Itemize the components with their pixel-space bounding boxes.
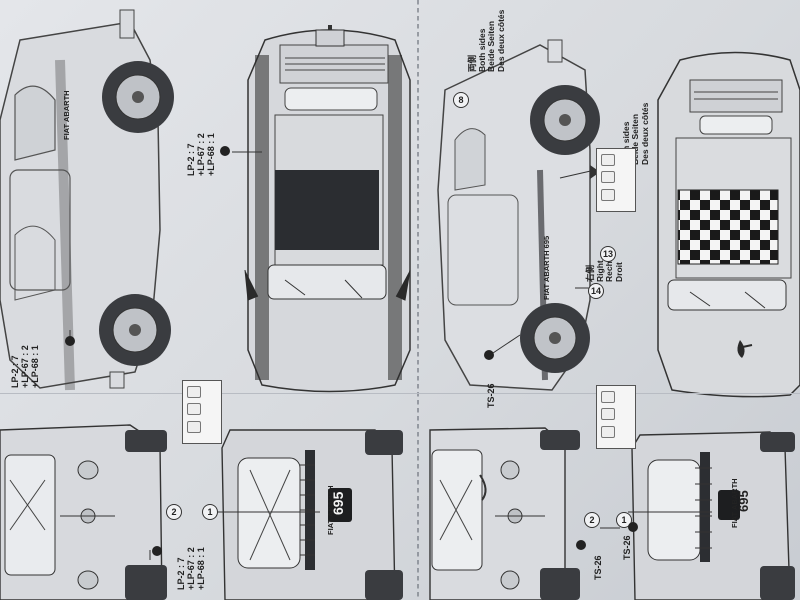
left-front-view-car [0,424,167,600]
paint-spec-line: LP-2 : 7 [176,557,186,590]
note-line: Des deux côtés [639,102,650,165]
right-front-view-car [429,427,580,600]
step-marker-1: 1 [202,504,218,520]
paint-spec-line: LP-2 : 7 [186,143,196,176]
panel-divider [417,0,419,600]
paint-spec-line: +LP-68 : 1 [30,345,40,388]
rear-badge-number: 695 [736,490,751,512]
side-stripe-text: FIAT ABARTH 695 [542,235,551,300]
right-side-view-car [437,39,600,391]
decal-item [187,421,201,433]
left-rear-view-car [210,429,403,600]
step-marker-2: 2 [166,504,182,520]
paint-spec-line: +LP-67 : 2 [20,345,30,388]
left-side-view-car [0,9,174,391]
right-top-view-car [657,51,800,398]
paint-spec-line: +LP-68 : 1 [206,133,216,176]
right-rear-view-car [628,431,795,600]
side-stripe-text: FIAT ABARTH [62,90,71,140]
paint-dot [484,350,494,360]
paint-spec-side: LP-2 : 7 +LP-67 : 2 +LP-68 : 1 [10,345,40,388]
decal-sheet-thumbnail [182,380,222,444]
paint-code-side: TS-26 [486,383,496,408]
paint-spec-line: +LP-67 : 2 [186,547,196,590]
note-line: Droit [613,262,624,282]
paint-spec-front: LP-2 : 7 +LP-67 : 2 +LP-68 : 1 [176,547,206,590]
note-line: Des deux côtés [495,9,506,72]
step-marker-14: 14 [588,283,604,299]
left-top-view-car [244,25,411,393]
decal-item [601,154,615,166]
paint-spec-line: +LP-68 : 1 [196,547,206,590]
paint-dot [628,522,638,532]
decal-item [601,391,615,403]
step-marker-8: 8 [453,92,469,108]
decal-item [187,386,201,398]
paint-code-rear: TS-26 [622,535,632,560]
step-marker-2: 2 [584,512,600,528]
decal-sheet-thumbnail [596,148,636,212]
paint-spec-roof: LP-2 : 7 +LP-67 : 2 +LP-68 : 1 [186,133,216,176]
paint-dot [220,146,230,156]
paint-dot [65,336,75,346]
decal-sheet-thumbnail [596,385,636,449]
paint-dot [152,546,162,556]
both-sides-note-side: 両側 Both sides Beide Seiten Des deux côté… [467,9,506,72]
section-rule [0,393,800,394]
rear-badge-number: 695 [330,491,346,515]
decal-item [601,408,615,420]
decal-item [187,403,201,415]
paint-spec-line: +LP-67 : 2 [196,133,206,176]
paint-dot [576,540,586,550]
decal-item [601,426,615,438]
paint-code-front: TS-26 [593,555,603,580]
paint-spec-line: LP-2 : 7 [10,355,20,388]
decal-item [601,171,615,183]
step-marker-13: 13 [600,246,616,262]
decal-item [601,189,615,201]
